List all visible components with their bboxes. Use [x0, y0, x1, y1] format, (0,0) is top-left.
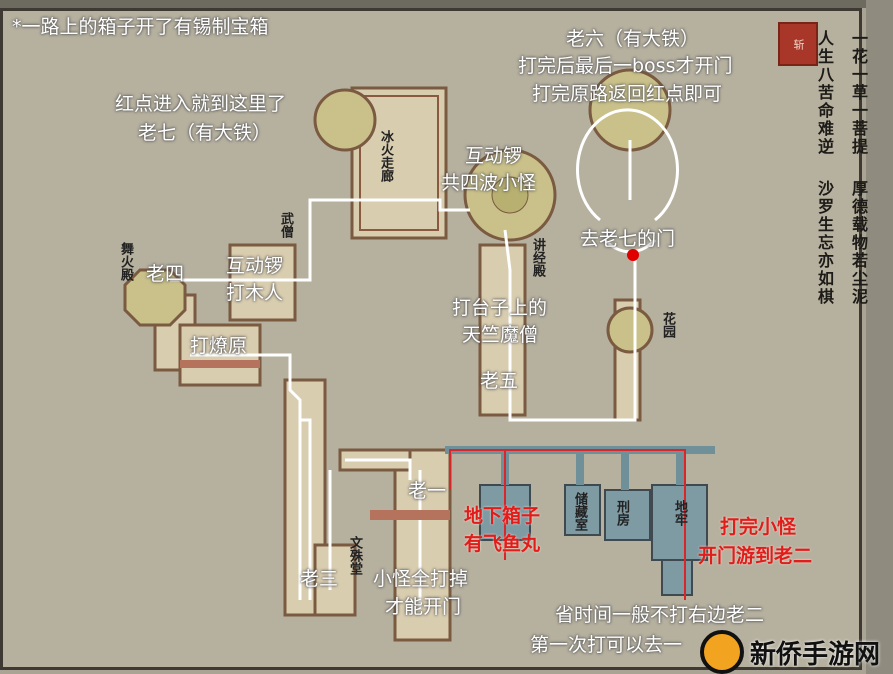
minions-label-1: 小怪全打掉: [373, 568, 469, 590]
jiangjing-hall: [478, 243, 527, 417]
map-edge: [866, 0, 893, 674]
poem-col2: 厚德载物若尘泥: [849, 180, 868, 306]
room-dungeon: 地牢: [672, 500, 687, 526]
watermark-text: 新侨手游网: [750, 639, 881, 670]
wenshu-hall: [313, 543, 357, 617]
platform-label-2: 天竺魔僧: [462, 324, 539, 346]
boss4-label: 老四: [146, 263, 185, 285]
skip-label-1: 省时间一般不打右边老二: [555, 604, 765, 626]
platform-label-1: 打台子上的: [452, 297, 548, 319]
skip-label-2: 第一次打可以去一: [530, 634, 683, 656]
route-red: [449, 449, 686, 600]
room-wenshu: 文殊堂: [347, 536, 362, 575]
west-room: [228, 243, 297, 322]
red-dot-note: 红点进入就到这里了: [115, 93, 287, 115]
liaoyuan-bar: [180, 360, 260, 368]
underground-chest-label: 地下箱子: [464, 505, 541, 527]
room-wuhuo: 舞火殿: [118, 242, 133, 281]
boss6-note1: 打完后最后一boss才开门: [518, 55, 733, 77]
garden-hall: [606, 306, 654, 354]
chests-note: *一路上的箱子开了有锡制宝箱: [12, 16, 269, 38]
poem-col1: 一花一草一菩提: [849, 30, 868, 156]
waves-label: 共四波小怪: [441, 172, 537, 194]
watermark: 新侨手游网: [700, 630, 880, 674]
dungeon-well: [661, 559, 693, 596]
boss7-label: 老七（有大铁）: [138, 122, 272, 144]
room-ice-fire: 冰火走廊: [378, 130, 393, 182]
minions-label-2: 才能开门: [385, 596, 462, 618]
boss6-note2: 打完原路返回红点即可: [532, 83, 723, 105]
poem-col4: 沙罗生忘亦如棋: [815, 180, 834, 306]
poem-col3: 人生八苦命难逆: [815, 30, 834, 156]
door7-label: 去老七的门: [580, 228, 676, 250]
boss3-label: 老三: [300, 568, 339, 590]
gong-label-1: 互动锣: [465, 145, 523, 167]
wooden-man-label: 打木人: [226, 282, 284, 304]
boss1-label: 老一: [408, 480, 447, 502]
room-storage: 储藏室: [572, 492, 587, 531]
red-dot: [627, 249, 639, 261]
gong-label-2: 互动锣: [226, 255, 284, 277]
room-torture: 刑房: [614, 500, 629, 526]
torture-room: [604, 489, 651, 541]
swim-label-1: 打完小怪: [720, 516, 797, 538]
center-south-hall: [393, 448, 452, 642]
red-seal: 斩: [778, 22, 818, 66]
boss5-label: 老五: [480, 370, 519, 392]
flying-fish-label: 有飞鱼丸: [464, 533, 541, 555]
boss7-hall: [313, 88, 377, 152]
boss6-label: 老六（有大铁）: [566, 28, 700, 50]
room-jiangjing: 讲经殿: [530, 238, 545, 277]
watermark-logo-icon: [700, 630, 744, 674]
boss1-bar: [370, 510, 450, 520]
room-wuseng: 武僧: [278, 212, 293, 238]
dungeon-room: [651, 484, 708, 561]
room-garden: 花园: [660, 312, 675, 338]
top-strip: [0, 0, 893, 8]
swim-label-2: 开门游到老二: [698, 545, 813, 567]
octagon-hall: [123, 268, 187, 327]
liaoyuan-label: 打燎原: [190, 335, 248, 357]
